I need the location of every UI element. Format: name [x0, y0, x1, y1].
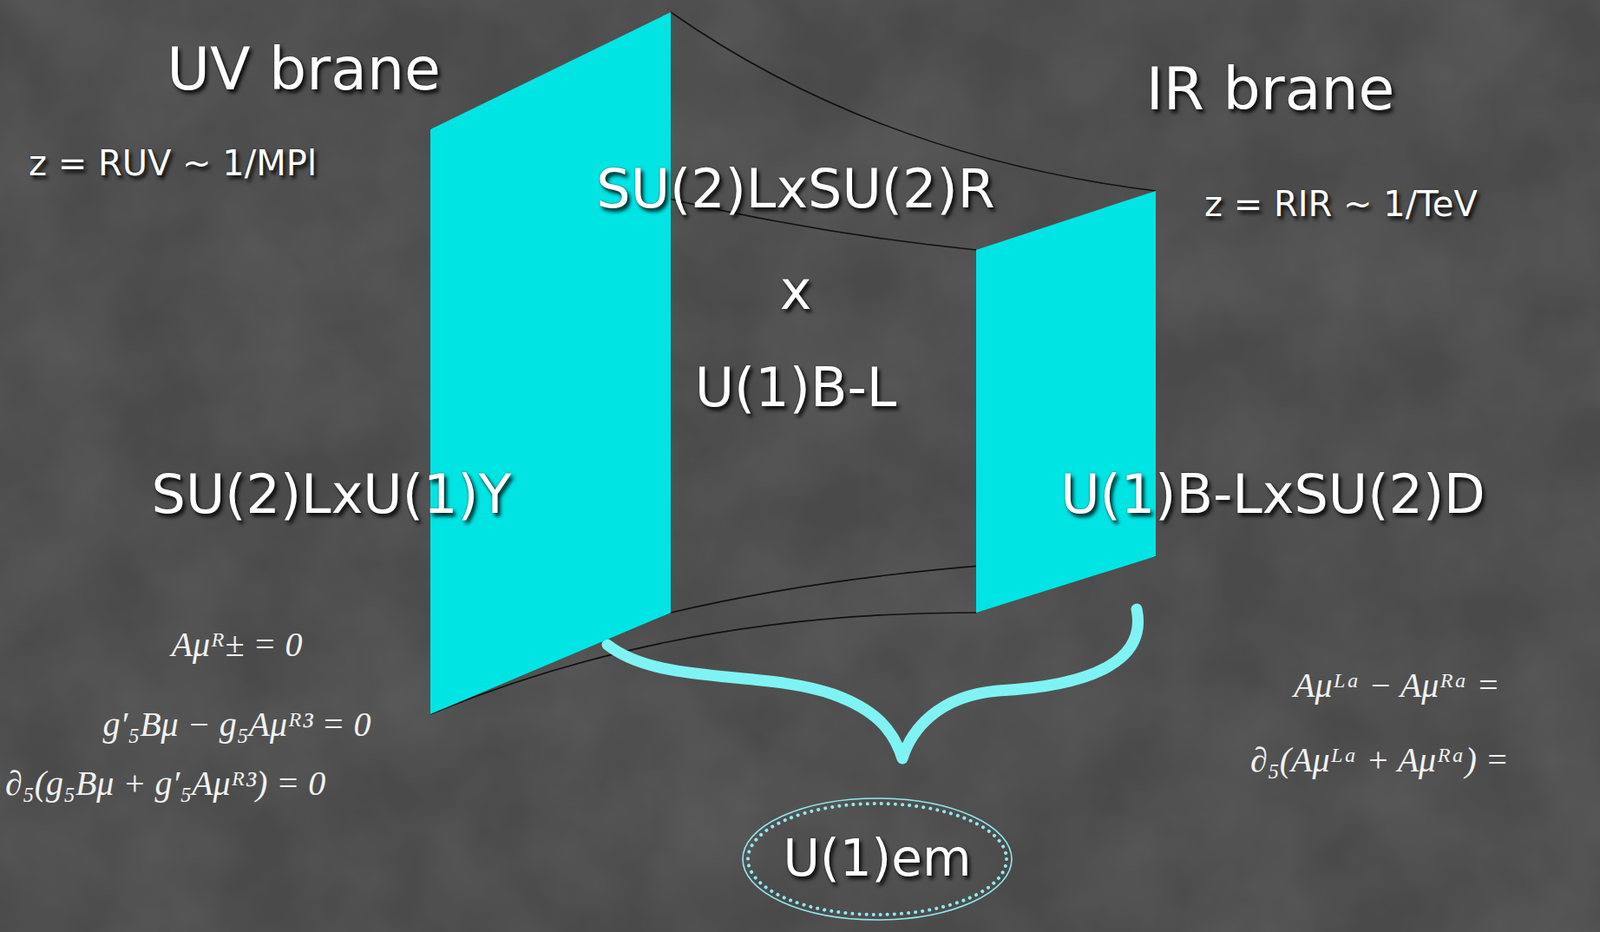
- brane-plane: [430, 12, 671, 715]
- boundary-condition: Aμᴸᵃ − Aμᴿᵃ =: [1293, 666, 1501, 705]
- brane-title: IR brane: [1146, 57, 1396, 123]
- bulk-region-outline: [670, 12, 977, 613]
- bulk-symmetry: U(1)B-L: [695, 358, 898, 418]
- curly-bracket: [607, 609, 1139, 759]
- brane-title: UV brane: [166, 37, 441, 103]
- boundary-condition: ∂₅(g₅Bμ + g′₅Aμᴿ³) = 0: [5, 764, 326, 803]
- unbroken-group: U(1)em: [783, 831, 972, 887]
- ir-brane-outline: [976, 190, 1156, 613]
- boundary-condition: g′₅Bμ − g₅Aμᴿ³ = 0: [103, 705, 372, 744]
- bulk-curves: [430, 12, 1156, 715]
- boundary-condition: Aμᴿ± = 0: [171, 625, 303, 664]
- ellipse-outline: [742, 798, 1012, 920]
- bulk-symmetry: SU(2)LxSU(2)R: [596, 159, 995, 219]
- uv-brane: UV branez = RUV ~ 1/MPlSU(2)LxU(1)Y: [430, 12, 671, 715]
- boundary-condition: ∂₅(Aμᴸᵃ + Aμᴿᵃ) =: [1250, 740, 1509, 780]
- unbroken-group-ellipse: U(1)em: [739, 794, 1016, 924]
- brane-symmetry: SU(2)LxU(1)Y: [151, 465, 512, 525]
- ellipse-dots: [747, 803, 1007, 915]
- uv-brane-outline: [430, 12, 671, 715]
- ir-brane: IR branez = RIR ~ 1/TeVU(1)B-LxSU(2)D: [976, 190, 1156, 613]
- brane-position: z = RUV ~ 1/MPl: [28, 144, 317, 183]
- brane-symmetry: U(1)B-LxSU(2)D: [1060, 465, 1486, 525]
- brane-position: z = RIR ~ 1/TeV: [1204, 184, 1478, 223]
- product-sign: x: [780, 261, 813, 321]
- bulk-region: SU(2)LxSU(2)RxU(1)B-L: [670, 12, 977, 613]
- brane-plane: [976, 190, 1156, 613]
